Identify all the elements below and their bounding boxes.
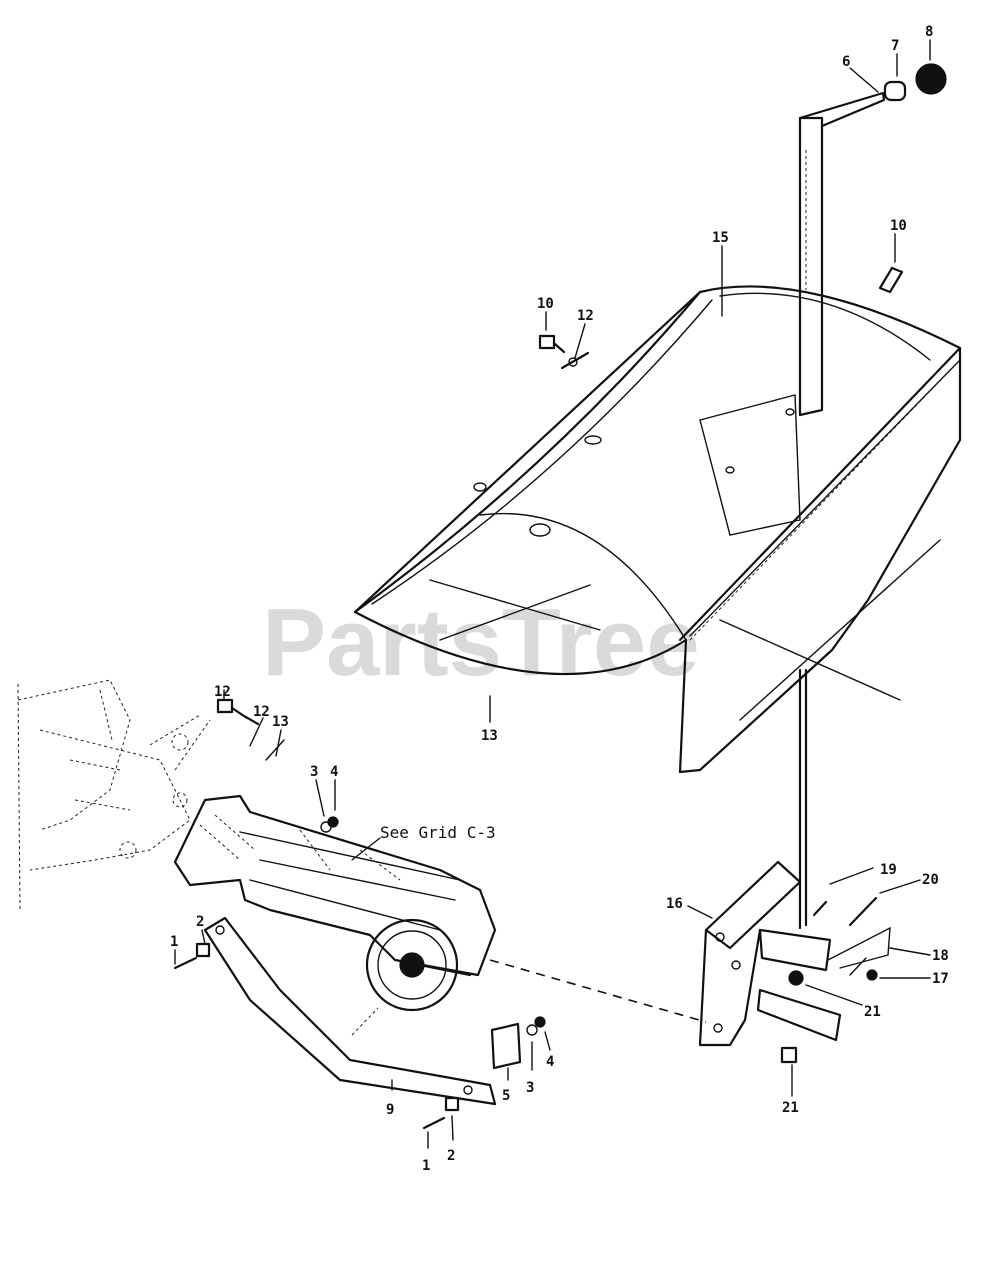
callout-2-left: 2 [196, 914, 204, 930]
callout-14: 15 [712, 230, 729, 246]
callout-10-shield: 10 [537, 296, 554, 312]
callout-17: 18 [932, 948, 949, 964]
callout-4-plate: 4 [546, 1054, 554, 1070]
small-fasteners [173, 698, 546, 1130]
callout-13-gear: 13 [272, 714, 289, 730]
callout-5-plate: 5 [502, 1088, 510, 1104]
callout-13-shield: 13 [481, 728, 498, 744]
callout-18: 19 [880, 862, 897, 878]
alignment-line [489, 959, 707, 1023]
callout-3-plate: 3 [526, 1080, 534, 1096]
bracket-assembly [698, 860, 891, 1064]
fasteners-shield [538, 334, 590, 370]
callout-16: 17 [932, 971, 949, 987]
callouts: 6 7 8 10 15 10 12 13 12 12 13 3 4 See Gr… [170, 24, 949, 1174]
callout-8: 9 [386, 1102, 394, 1118]
bolt-9 [878, 266, 904, 294]
see-grid-note: See Grid C-3 [380, 823, 496, 842]
callout-5-top: 6 [842, 54, 850, 70]
callout-1-bottom: 1 [422, 1158, 430, 1174]
callout-6: 7 [891, 38, 899, 54]
callout-19: 20 [922, 872, 939, 888]
callout-21: 21 [782, 1100, 799, 1116]
callout-1-left: 1 [170, 934, 178, 950]
callout-3-gear: 3 [310, 764, 318, 780]
callout-7: 8 [925, 24, 933, 40]
tractor-frame [17, 679, 211, 911]
callout-12-shield: 12 [577, 308, 594, 324]
callout-9: 10 [890, 218, 907, 234]
watermark: PartsTree [262, 589, 700, 696]
callout-20: 21 [864, 1004, 881, 1020]
callout-4-gear: 4 [330, 764, 338, 780]
tine-bar [203, 916, 497, 1106]
plate-5 [490, 1022, 522, 1070]
callout-10-gear: 12 [214, 684, 231, 700]
callout-15: 16 [666, 896, 683, 912]
tine-gearbox [173, 794, 497, 1012]
depth-lever [798, 63, 947, 930]
callout-2-bottom: 2 [447, 1148, 455, 1164]
leader-lines [174, 39, 931, 1149]
callout-12-gear: 12 [253, 704, 270, 720]
tine-shield [353, 285, 962, 774]
